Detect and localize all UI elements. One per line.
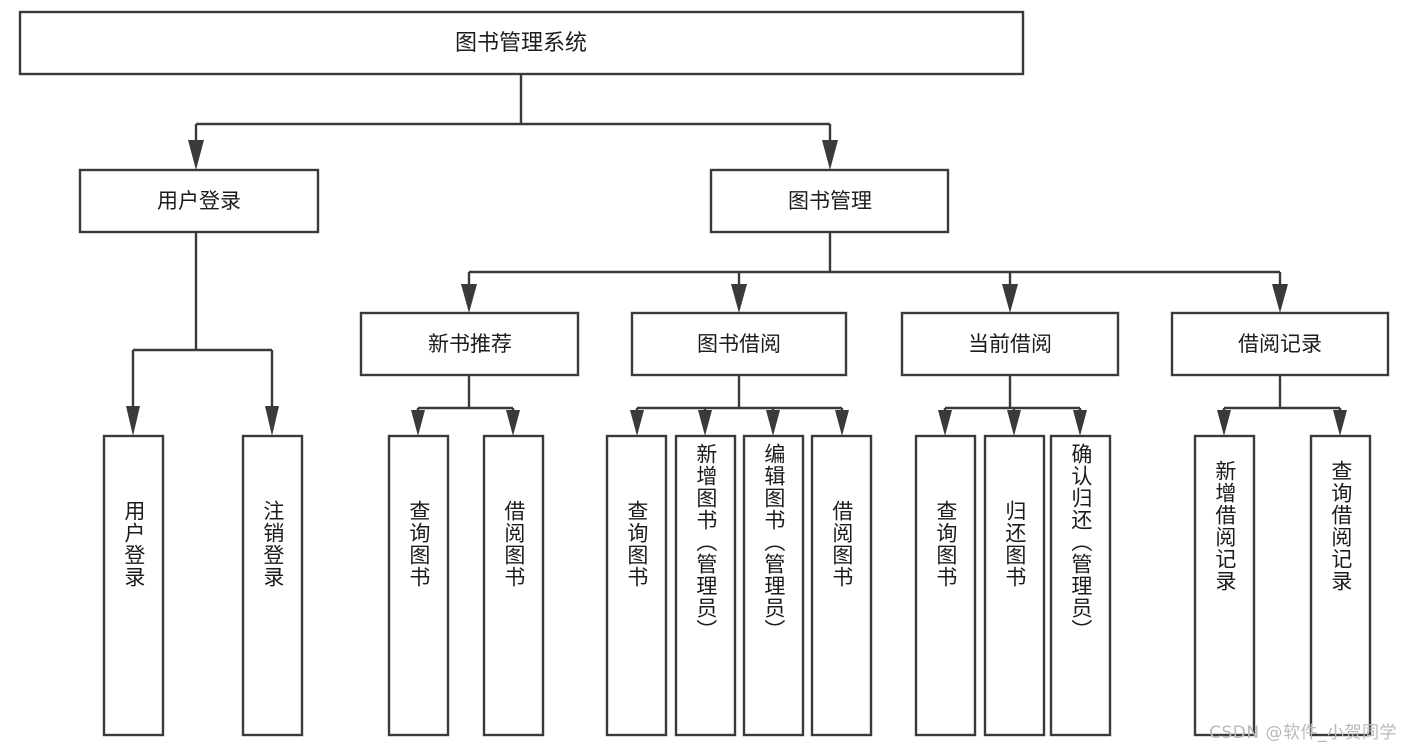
node-new-book-recommend[interactable] <box>359 311 580 377</box>
node-book-management[interactable] <box>709 168 950 234</box>
leaf-box-user-login[interactable] <box>102 434 165 737</box>
leaf-box-add-book[interactable] <box>674 434 737 737</box>
connector-group <box>126 74 1347 436</box>
arrow-leaf-edit-book <box>766 410 780 436</box>
leaf-box-borrow-book-2[interactable] <box>810 434 873 737</box>
node-book-borrow-label: 图书借阅 <box>697 332 781 356</box>
node-current-borrow[interactable] <box>900 311 1120 377</box>
arrow-leaf-user-login <box>126 406 140 436</box>
arrow-book-management <box>822 140 838 170</box>
node-root-label: 图书管理系统 <box>455 31 587 56</box>
node-borrow-record-label: 借阅记录 <box>1238 332 1322 356</box>
leaf-box-confirm-return[interactable] <box>1049 434 1112 737</box>
node-root[interactable] <box>18 10 1025 76</box>
leaf-box-add-record[interactable] <box>1193 434 1256 737</box>
node-user-login-label: 用户登录 <box>157 189 241 213</box>
leaf-box-query-book-2[interactable] <box>605 434 668 737</box>
leaf-box-edit-book[interactable] <box>742 434 805 737</box>
arrow-leaf-query-book-2 <box>630 410 644 436</box>
leaf-box-query-book-3[interactable] <box>914 434 977 737</box>
arrow-leaf-return-book <box>1007 410 1021 436</box>
node-current-borrow-label: 当前借阅 <box>968 332 1052 356</box>
arrow-borrowrecord <box>1272 284 1288 313</box>
leaf-box-return-book[interactable] <box>983 434 1046 737</box>
node-new-book-recommend-label: 新书推荐 <box>428 332 512 356</box>
node-borrow-record[interactable] <box>1170 311 1390 377</box>
arrow-leaf-add-record <box>1217 410 1231 436</box>
node-user-login[interactable] <box>78 168 320 234</box>
arrow-leaf-query-record <box>1333 410 1347 436</box>
arrow-leaf-add-book <box>698 410 712 436</box>
arrow-newbook <box>461 284 477 313</box>
leaf-box-query-book-1[interactable] <box>387 434 450 737</box>
leaf-box-borrow-book-1[interactable] <box>482 434 545 737</box>
leaf-box-query-record[interactable] <box>1309 434 1372 737</box>
arrow-leaf-user-logout <box>265 406 279 436</box>
arrow-leaf-confirm-return <box>1073 410 1087 436</box>
arrow-leaf-borrow-book-2 <box>835 410 849 436</box>
arrow-currentborrow <box>1002 284 1018 313</box>
arrow-bookborrow <box>731 284 747 313</box>
arrow-leaf-query-book-3 <box>938 410 952 436</box>
watermark: CSDN @软件_小贺同学 <box>1209 723 1397 743</box>
node-book-borrow[interactable] <box>630 311 848 377</box>
node-book-management-label: 图书管理 <box>788 189 872 213</box>
leaf-box-user-logout[interactable] <box>241 434 304 737</box>
arrow-leaf-query-book-1 <box>411 410 425 436</box>
arrow-user-login <box>188 140 204 170</box>
arrow-leaf-borrow-book-1 <box>506 410 520 436</box>
